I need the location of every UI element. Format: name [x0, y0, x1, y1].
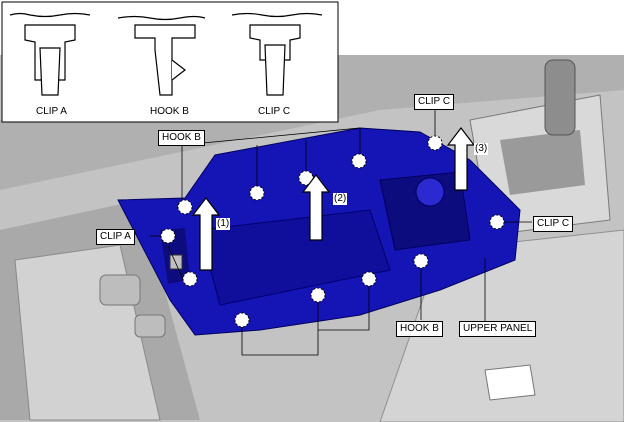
hook-b-illustration — [117, 15, 206, 96]
step-2: (2) — [333, 193, 348, 205]
left-bracket-2 — [134, 314, 166, 338]
legend-clip-a: CLIP A — [36, 106, 67, 117]
shift-lever — [544, 59, 576, 136]
clip-marker — [413, 253, 429, 269]
step-1: (1) — [216, 218, 231, 230]
callout-hook-b-bottom: HOOK B — [396, 321, 443, 337]
leader-lines — [150, 110, 532, 356]
control-knob — [415, 177, 445, 207]
callout-clip-c-right: CLIP C — [533, 216, 574, 232]
clip-marker — [249, 185, 265, 201]
legend-clip-c: CLIP C — [258, 106, 291, 117]
callout-upper-panel: UPPER PANEL — [459, 321, 537, 337]
clip-c-illustration — [231, 12, 323, 96]
left-bracket — [99, 274, 141, 306]
pull-arrows — [191, 127, 476, 271]
shifter-slot — [500, 130, 585, 195]
clip-marker — [361, 271, 377, 287]
legend-hook-b: HOOK B — [150, 106, 189, 117]
clip-marker — [351, 153, 367, 169]
clip-marker — [427, 135, 443, 151]
clip-markers — [160, 135, 505, 328]
clip-marker — [182, 271, 198, 287]
arrow-up-icon — [191, 197, 221, 271]
clip-marker — [160, 228, 176, 244]
clip-marker — [310, 287, 326, 303]
arrow-up-icon — [446, 127, 476, 191]
clip-marker — [489, 214, 505, 230]
switch-panel — [379, 171, 471, 251]
cup-holder — [484, 364, 536, 401]
callout-hook-b-top: HOOK B — [158, 130, 205, 146]
clip-marker — [234, 312, 250, 328]
step-3: (3) — [474, 143, 489, 155]
clip-marker — [177, 199, 193, 215]
usb-port — [169, 254, 183, 270]
callout-clip-a-left: CLIP A — [96, 229, 135, 245]
arrow-up-icon — [301, 174, 331, 241]
callout-clip-c-top: CLIP C — [414, 94, 455, 110]
clip-a-illustration — [9, 12, 91, 96]
